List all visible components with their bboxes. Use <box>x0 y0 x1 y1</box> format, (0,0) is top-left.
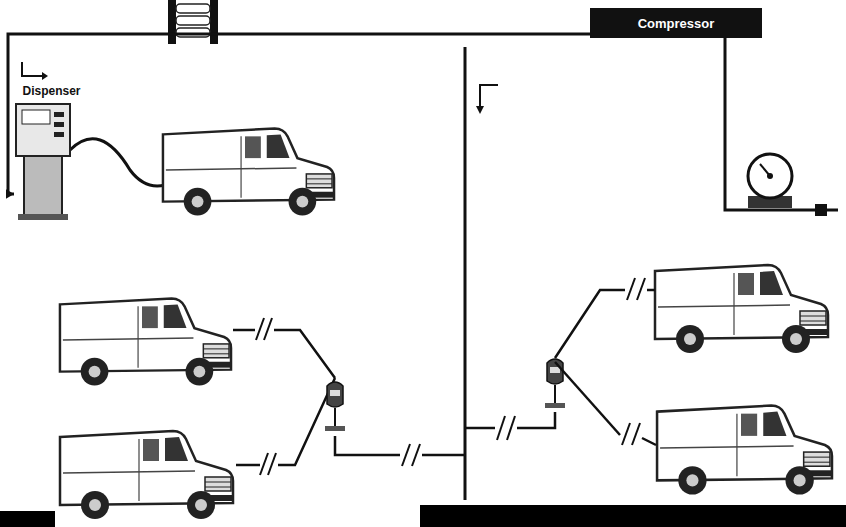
node-label: Dispenser <box>14 84 89 98</box>
dispenser-unit: Dispenser <box>14 84 89 226</box>
gas-pipe <box>6 34 590 199</box>
node-label: Compressor <box>638 16 715 31</box>
compressor-box: Compressor <box>590 8 762 38</box>
dispenser-body <box>14 102 72 222</box>
